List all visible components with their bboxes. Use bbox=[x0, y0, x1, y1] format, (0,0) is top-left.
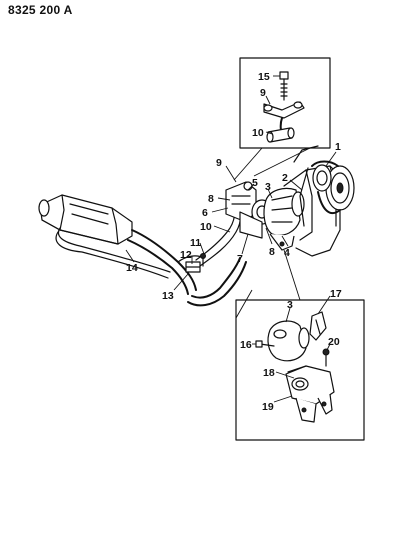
drive-belt-and-pulleys bbox=[299, 160, 355, 227]
inset-detail-bottom bbox=[235, 299, 365, 441]
callout-18: 18 bbox=[263, 367, 275, 379]
callout-8b: 8 bbox=[269, 246, 275, 258]
callout-9b: 9 bbox=[260, 87, 266, 99]
clamp bbox=[185, 253, 206, 273]
inset-detail-top bbox=[239, 57, 331, 149]
figure-code: 8325 200 A bbox=[8, 3, 73, 17]
callout-2: 2 bbox=[282, 172, 288, 184]
callout-17: 17 bbox=[330, 288, 342, 300]
callout-7: 7 bbox=[237, 253, 243, 265]
catalytic-converter bbox=[38, 194, 133, 245]
callout-8a: 8 bbox=[208, 193, 214, 205]
callout-1: 1 bbox=[335, 141, 341, 153]
callout-12: 12 bbox=[180, 249, 192, 261]
callout-13: 13 bbox=[162, 290, 174, 302]
callout-5: 5 bbox=[252, 177, 258, 189]
callout-4: 4 bbox=[284, 247, 290, 259]
callout-10a: 10 bbox=[200, 221, 212, 233]
callout-16: 16 bbox=[240, 339, 252, 351]
callout-labels: 1 2 3 4 5 6 7 8 8 9 10 11 12 13 14 15 9 … bbox=[126, 71, 342, 413]
callout-3: 3 bbox=[265, 181, 271, 193]
callout-19: 19 bbox=[262, 401, 274, 413]
callout-20: 20 bbox=[328, 336, 340, 348]
leader-lines bbox=[125, 75, 337, 403]
callout-11: 11 bbox=[190, 237, 201, 249]
callout-10b: 10 bbox=[252, 127, 264, 139]
callout-15: 15 bbox=[258, 71, 270, 83]
air-pump bbox=[263, 187, 305, 251]
callout-9a: 9 bbox=[216, 157, 222, 169]
callout-6: 6 bbox=[202, 207, 208, 219]
callout-14: 14 bbox=[126, 262, 138, 274]
callout-3b: 3 bbox=[287, 299, 293, 311]
